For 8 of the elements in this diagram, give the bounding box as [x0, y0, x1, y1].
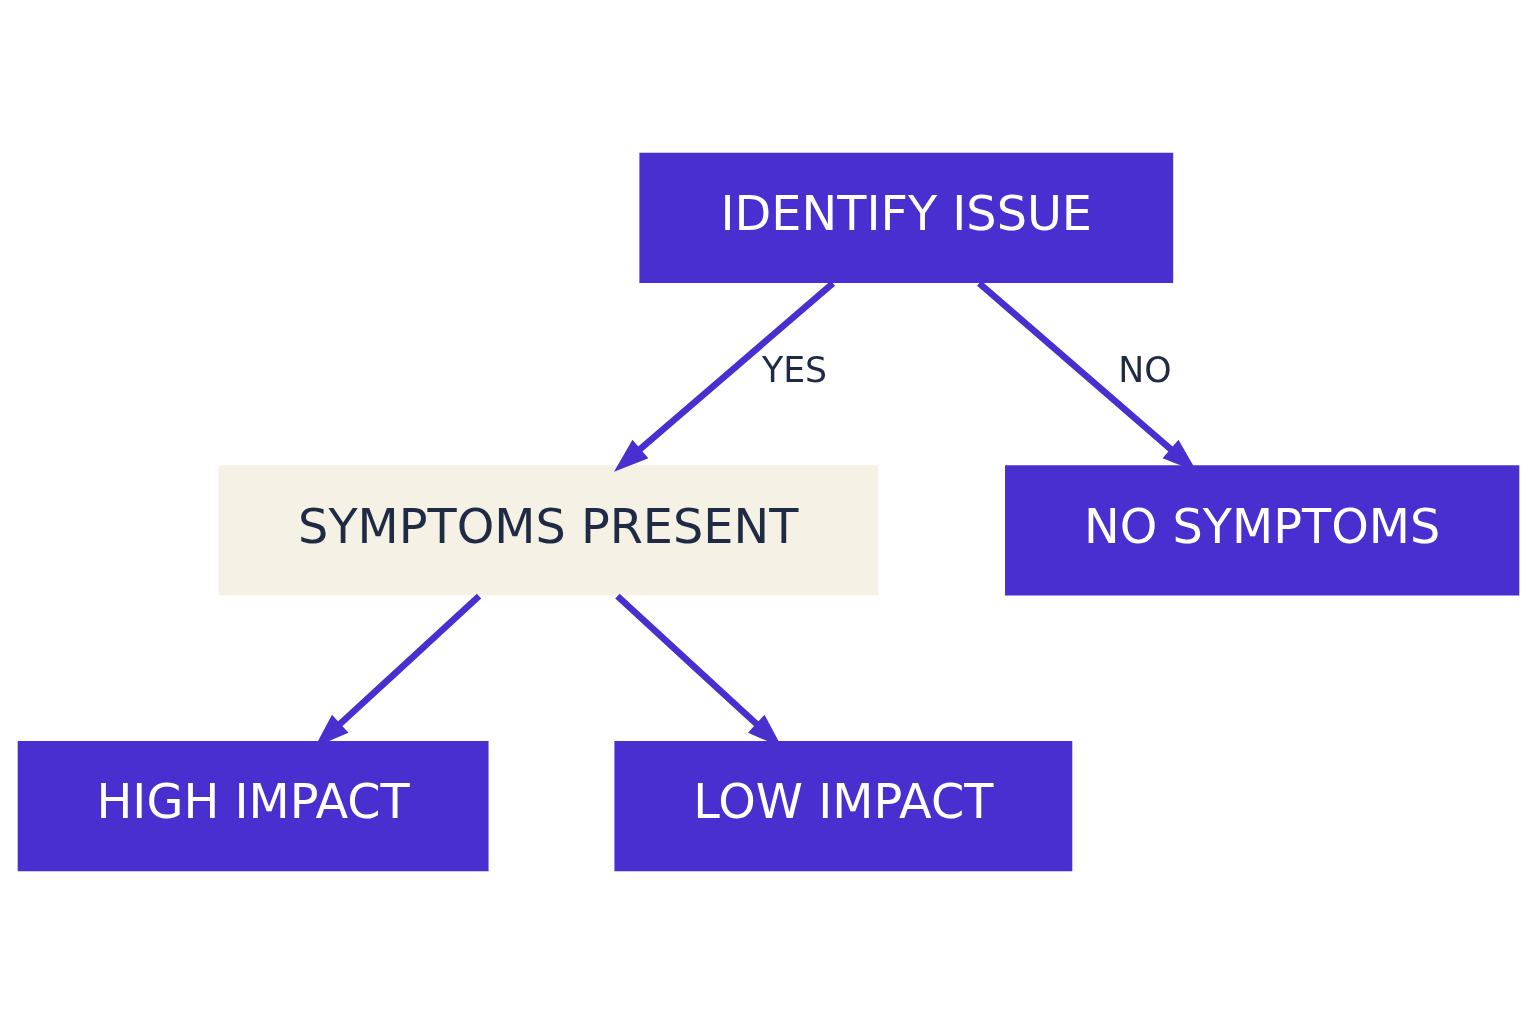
- edge-label: YES: [761, 350, 827, 391]
- node-box: SYMPTOMS PRESENT: [217, 465, 878, 596]
- node-box: HIGH IMPACT: [17, 740, 489, 872]
- arrow: [613, 280, 835, 472]
- node-box: IDENTIFY ISSUE: [638, 152, 1173, 284]
- node-box: LOW IMPACT: [613, 740, 1072, 872]
- edge-label: NO: [1117, 350, 1172, 391]
- node-box: NO SYMPTOMS: [1004, 465, 1519, 596]
